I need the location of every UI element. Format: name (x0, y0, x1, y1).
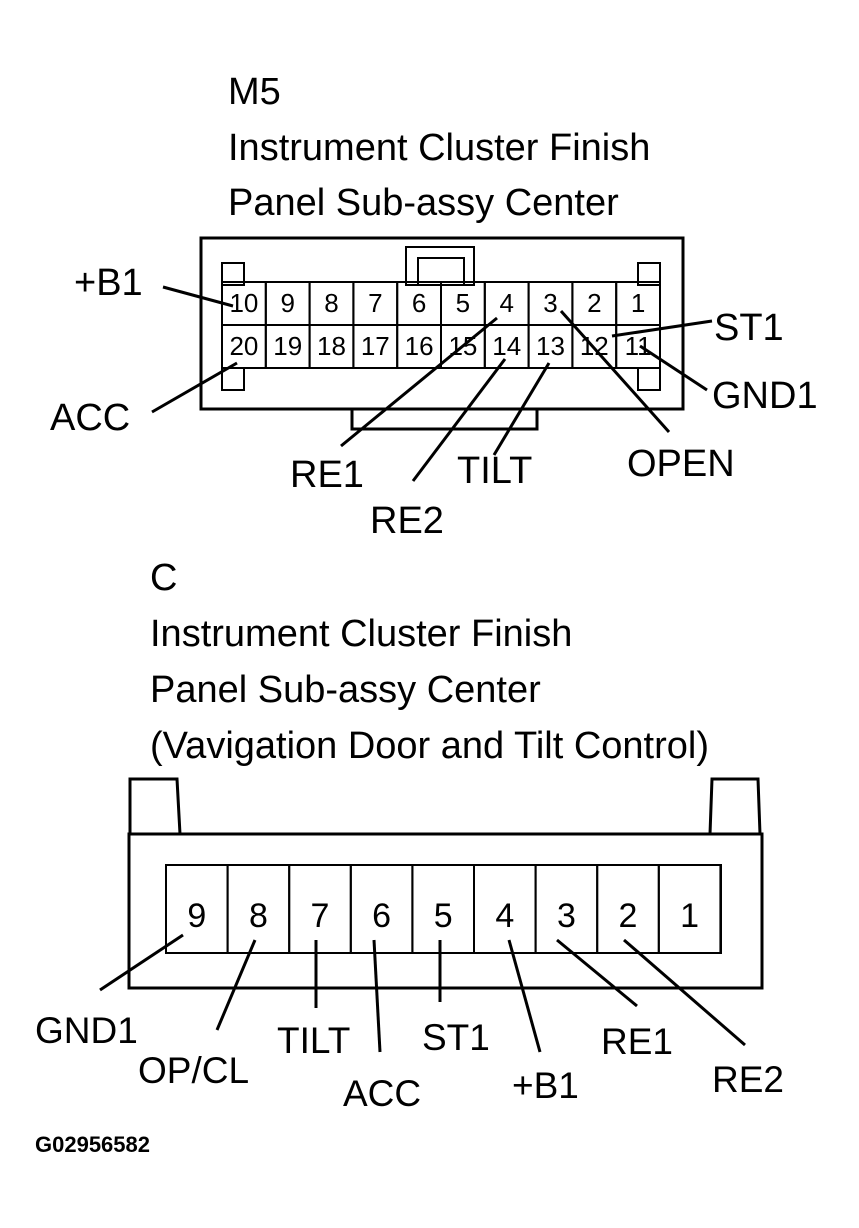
m5-pin-number: 6 (412, 288, 426, 318)
m5-pin-number: 16 (405, 331, 434, 361)
c-connector-housing (127, 777, 764, 990)
m5-pin-number: 14 (492, 331, 521, 361)
c-label-opcl: OP/CL (138, 1050, 249, 1091)
m5-label-st1: ST1 (714, 307, 784, 349)
c-label-gnd1: GND1 (35, 1010, 138, 1051)
c-leader-lines (99, 933, 746, 1053)
m5-pin-number: 20 (229, 331, 258, 361)
m5-leader-lines (151, 285, 713, 482)
m5-pin-number: 19 (273, 331, 302, 361)
m5-pin-number: 17 (361, 331, 390, 361)
m5-pin-number: 18 (317, 331, 346, 361)
m5-connector-code: M5 (228, 71, 281, 113)
c-pin-number: 9 (187, 897, 206, 935)
c-label-b1: +B1 (512, 1065, 579, 1106)
m5-pin-number: 10 (229, 288, 258, 318)
c-pin-number: 6 (372, 897, 391, 935)
m5-label-b1: +B1 (74, 262, 143, 304)
m5-pin-number: 2 (587, 288, 601, 318)
m5-pin-number: 11 (625, 331, 652, 361)
m5-title-line2: Panel Sub-assy Center (228, 182, 619, 224)
c-label-tilt: TILT (277, 1020, 350, 1061)
m5-label-tilt: TILT (457, 450, 532, 492)
c-pin-number: 7 (311, 897, 330, 935)
c-label-re1: RE1 (601, 1021, 673, 1062)
m5-pin-number: 4 (499, 288, 513, 318)
m5-title-line1: Instrument Cluster Finish (228, 127, 650, 169)
m5-pin-number: 7 (368, 288, 382, 318)
c-pin-number: 8 (249, 897, 268, 935)
m5-label-re1: RE1 (290, 454, 364, 496)
m5-label-gnd1: GND1 (712, 375, 818, 417)
m5-pin-number: 9 (280, 288, 294, 318)
c-pin-number: 3 (557, 897, 576, 935)
m5-pin-number: 5 (456, 288, 470, 318)
m5-label-acc: ACC (50, 397, 130, 439)
figure-code: G02956582 (35, 1132, 150, 1157)
m5-pin-number: 3 (543, 288, 557, 318)
c-pin-grid: 9 8 7 6 5 4 3 2 1 (165, 864, 722, 954)
c-title-line1: Instrument Cluster Finish (150, 613, 572, 655)
c-label-acc: ACC (343, 1073, 421, 1114)
m5-pin-number: 13 (536, 331, 565, 361)
m5-label-re2: RE2 (370, 500, 444, 542)
c-pin-number: 5 (434, 897, 453, 935)
c-pin-number: 4 (495, 897, 514, 935)
m5-pin-cell (615, 324, 662, 369)
c-label-re2: RE2 (712, 1059, 784, 1100)
c-label-st1: ST1 (422, 1017, 490, 1058)
c-pin-number: 1 (680, 897, 699, 935)
m5-connector-housing (199, 236, 685, 431)
m5-pin-number: 1 (631, 288, 645, 318)
c-title-line2: Panel Sub-assy Center (150, 669, 541, 711)
c-pin-cell (657, 864, 722, 954)
c-title-line3: (Vavigation Door and Tilt Control) (150, 725, 709, 767)
c-pin-number: 2 (619, 897, 638, 935)
m5-pin-number: 8 (324, 288, 338, 318)
c-connector-code: C (150, 557, 177, 599)
m5-label-open: OPEN (627, 443, 735, 485)
